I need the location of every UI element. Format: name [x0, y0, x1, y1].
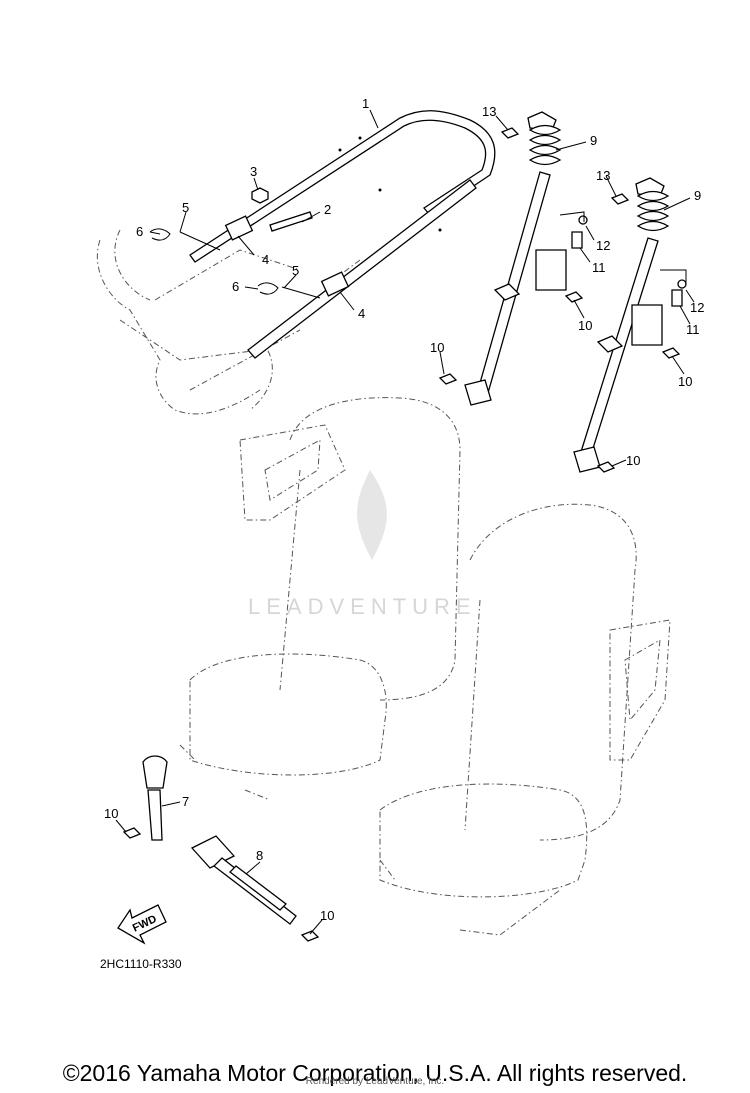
seat-belt-left — [464, 111, 567, 406]
seat-right — [379, 503, 671, 936]
seat-belt-right — [573, 177, 670, 473]
callout-13a: 13 — [482, 104, 496, 119]
watermark: LEADVENTURE — [248, 470, 477, 619]
callout-10d: 10 — [626, 453, 640, 468]
leader-lines — [115, 109, 695, 935]
callout-12a: 12 — [596, 238, 610, 253]
callout-5a: 5 — [182, 200, 189, 215]
callout-2: 2 — [324, 202, 331, 217]
fasteners — [122, 127, 687, 942]
callout-10c: 10 — [430, 340, 444, 355]
callouts: 1 2 3 4 4 5 5 6 6 7 8 9 9 10 10 10 10 10… — [104, 96, 704, 923]
callout-11a: 11 — [592, 260, 606, 275]
buckle-8 — [190, 835, 297, 925]
callout-4b: 4 — [358, 306, 365, 321]
callout-4a: 4 — [262, 252, 269, 267]
callout-7: 7 — [182, 794, 189, 809]
callout-12b: 12 — [690, 300, 704, 315]
watermark-text: LEADVENTURE — [248, 594, 477, 619]
rendered-by-notice: Rendered by LeadVenture, Inc. — [305, 1076, 445, 1087]
seat-left — [179, 397, 461, 801]
callout-10a: 10 — [578, 318, 592, 333]
callout-11b: 11 — [686, 322, 700, 337]
fwd-arrow-icon: FWD — [117, 904, 167, 945]
roll-bar — [189, 110, 496, 359]
callout-6b: 6 — [232, 279, 239, 294]
callout-10e: 10 — [104, 806, 118, 821]
copyright-notice: ©2016 Yamaha Motor Corporation, U.S.A. A… — [62, 1060, 688, 1086]
callout-6a: 6 — [136, 224, 143, 239]
callout-1: 1 — [362, 96, 369, 111]
frame-reference — [96, 229, 361, 415]
callout-5b: 5 — [292, 263, 299, 278]
callout-3: 3 — [250, 164, 257, 179]
callout-10b: 10 — [678, 374, 692, 389]
mount-hardware — [149, 187, 350, 299]
callout-9a: 9 — [590, 133, 597, 148]
callout-9b: 9 — [694, 188, 701, 203]
drawing-code: 2HC1110-R330 — [100, 957, 182, 971]
callout-13b: 13 — [596, 168, 610, 183]
callout-8: 8 — [256, 848, 263, 863]
buckle-7 — [142, 755, 168, 841]
callout-10f: 10 — [320, 908, 334, 923]
